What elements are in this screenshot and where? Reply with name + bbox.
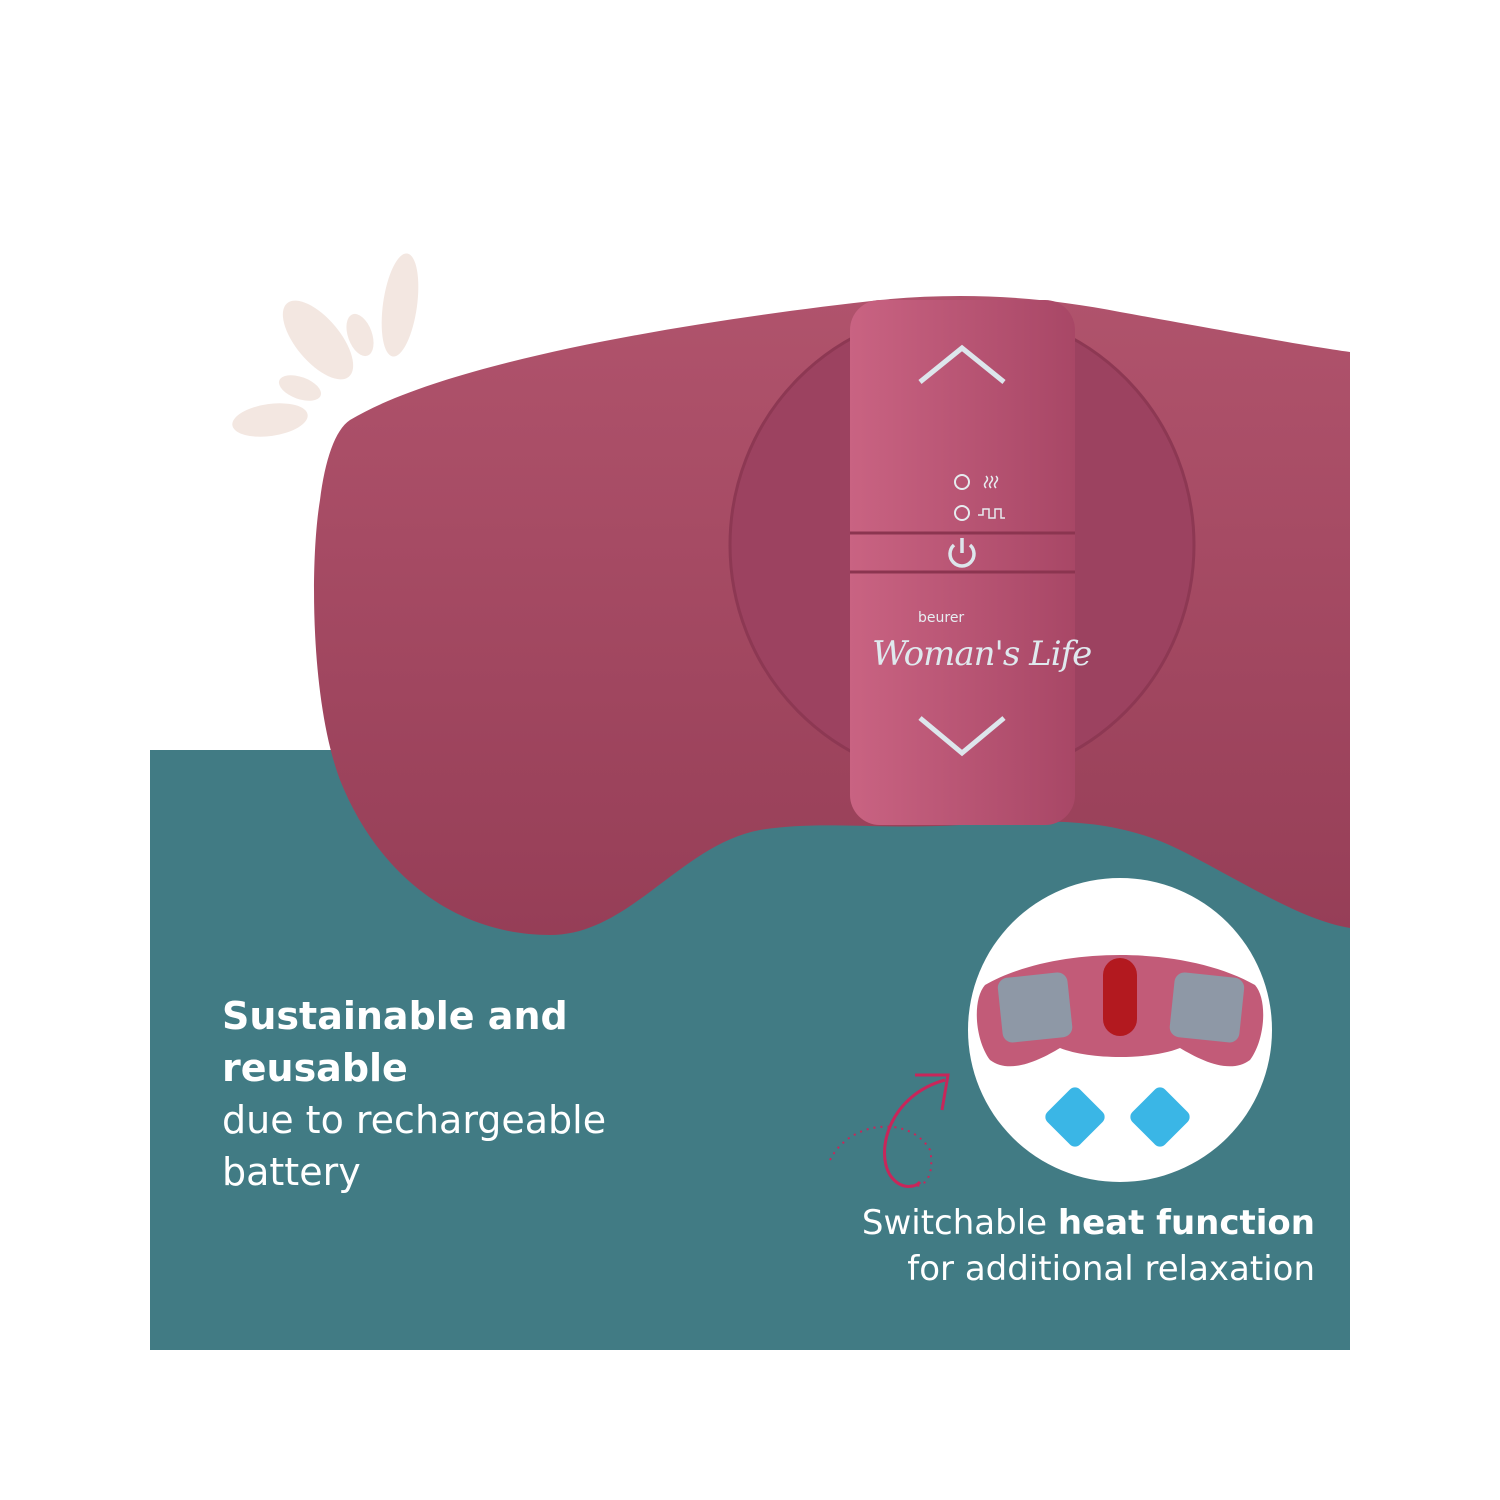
brand-logo-maker: beurer [918, 610, 965, 626]
decorative-petals [232, 253, 419, 437]
brand-logo-product: Woman's Life [872, 634, 1092, 674]
curved-arrow-icon [829, 1073, 950, 1188]
heat-waves-icon [983, 475, 999, 489]
pulse-wave-icon [978, 508, 1005, 519]
feature-title-line: reusable [222, 1046, 408, 1090]
heat-indicator-icon [954, 474, 970, 490]
feature-heat: Switchable heat function for additional … [862, 1200, 1315, 1292]
chevron-down-icon[interactable] [918, 716, 1006, 757]
chevron-up-icon[interactable] [918, 344, 1006, 384]
feature-heat-desc: for additional relaxation [907, 1249, 1315, 1289]
feature-heat-bold: heat function [1057, 1203, 1315, 1243]
power-icon[interactable] [948, 538, 976, 568]
feature-title-line: Sustainable and [222, 994, 568, 1038]
feature-heat-prefix: Switchable [861, 1203, 1058, 1243]
feature-desc-line: battery [222, 1150, 361, 1194]
feature-rechargeable: Sustainable and reusable due to recharge… [222, 990, 742, 1198]
inset-circle [968, 878, 1272, 1182]
control-strip [850, 300, 1075, 825]
tens-indicator-icon [954, 505, 970, 521]
feature-desc-line: due to rechargeable [222, 1098, 607, 1142]
